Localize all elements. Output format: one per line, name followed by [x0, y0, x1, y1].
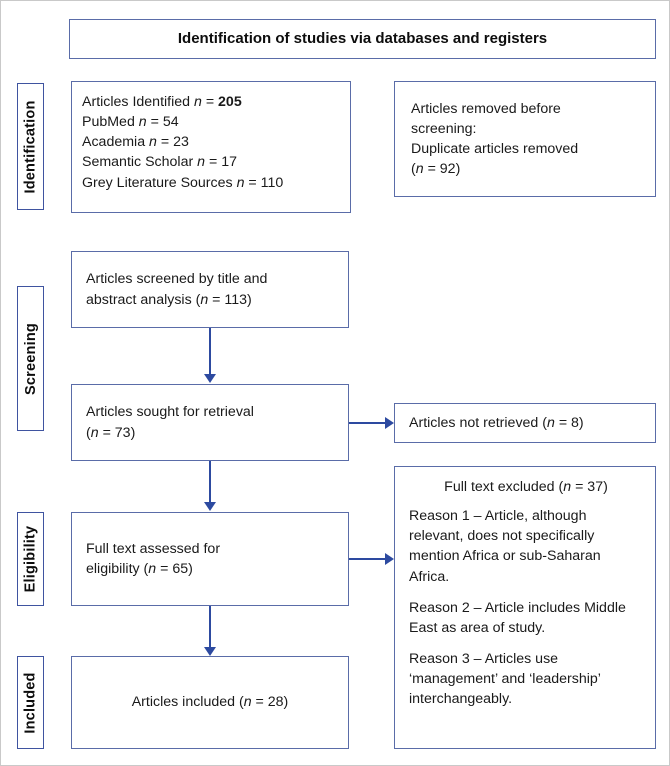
records-line: Articles Identified n = 205 — [82, 92, 340, 112]
page-title: Identification of studies via databases … — [177, 30, 548, 48]
arrowhead-screened-to-sought — [204, 374, 216, 383]
screening-sought-box: Articles sought for retrieval (n = 73) — [71, 384, 349, 461]
stage-label-included: Included — [17, 656, 44, 749]
connector-sought-to-not-retrieved — [349, 422, 386, 424]
screened-line-2: abstract analysis (n = 113) — [86, 290, 338, 310]
records-line-value: 54 — [162, 114, 179, 131]
assessed-line-1: Full text assessed for — [86, 540, 221, 557]
records-line-label: Semantic Scholar — [82, 154, 198, 171]
screening-screened-box: Articles screened by title and abstract … — [71, 251, 349, 328]
identification-removed-box: Articles removed before screening: Dupli… — [394, 81, 656, 197]
arrowhead-assessed-to-excluded — [385, 553, 394, 565]
screened-line-1: Articles screened by title and — [86, 271, 268, 288]
n-symbol: n — [138, 114, 147, 131]
included-line: Articles included (n = 28) — [82, 692, 338, 712]
records-line: PubMed n = 54 — [82, 112, 340, 132]
equals: = — [201, 94, 219, 110]
n-symbol: n — [415, 161, 424, 178]
records-line: Academia n = 23 — [82, 132, 340, 152]
n-symbol: n — [149, 134, 157, 151]
exclusion-reason-1: Reason 1 – Article, although relevant, d… — [409, 508, 601, 585]
screened-prefix: abstract analysis ( — [86, 291, 201, 308]
equals: = — [156, 134, 174, 151]
records-line-value: 17 — [221, 154, 237, 171]
n-symbol: n — [148, 561, 157, 577]
sought-line-1: Articles sought for retrieval — [86, 404, 254, 421]
screened-count: = 113) — [208, 291, 252, 308]
stage-label-identification-text: Identification — [22, 99, 39, 194]
connector-assessed-to-included — [209, 606, 211, 648]
assessed-prefix: eligibility ( — [86, 561, 149, 577]
n-symbol: n — [243, 694, 252, 711]
paren-open: ( — [411, 161, 416, 178]
n-symbol: n — [546, 414, 555, 431]
diagram-title-box: Identification of studies via databases … — [69, 19, 656, 59]
connector-screened-to-sought — [209, 328, 211, 375]
records-line-label: Grey Literature Sources — [82, 174, 237, 191]
equals: = — [205, 154, 222, 171]
assessed-count: = 65) — [156, 561, 193, 577]
included-count: = 28) — [251, 694, 289, 711]
not-retrieved-prefix: Articles not retrieved ( — [409, 414, 547, 431]
removed-line-3: Duplicate articles removed — [411, 141, 579, 157]
removed-line-1: Articles removed before — [411, 100, 561, 117]
not-retrieved-line: Articles not retrieved (n = 8) — [409, 413, 645, 433]
screening-not-retrieved-box: Articles not retrieved (n = 8) — [394, 403, 656, 443]
n-symbol: n — [193, 94, 202, 110]
removed-count: = 92) — [423, 161, 461, 178]
excluded-count: = 37) — [571, 479, 608, 495]
stage-label-eligibility-text: Eligibility — [22, 525, 39, 593]
eligibility-excluded-box: Full text excluded (n = 37) Reason 1 – A… — [394, 466, 656, 749]
stage-label-included-text: Included — [22, 671, 39, 734]
n-symbol: n — [236, 174, 245, 191]
arrowhead-sought-to-assessed — [204, 502, 216, 511]
exclusion-reason-3: Reason 3 – Articles use ‘management’ and… — [409, 651, 601, 708]
included-articles-box: Articles included (n = 28) — [71, 656, 349, 749]
records-line: Grey Literature Sources n = 110 — [82, 173, 340, 193]
removed-line-4: (n = 92) — [411, 159, 645, 179]
records-line-value: 110 — [260, 174, 284, 191]
assessed-line-2: eligibility (n = 65) — [86, 559, 338, 579]
records-line-label: Articles Identified — [82, 94, 194, 110]
n-symbol: n — [90, 424, 99, 441]
stage-label-screening: Screening — [17, 286, 44, 431]
excluded-prefix: Full text excluded ( — [444, 479, 564, 495]
connector-assessed-to-excluded — [349, 558, 386, 560]
included-prefix: Articles included ( — [131, 694, 244, 711]
n-symbol: n — [200, 291, 209, 308]
equals: = — [244, 174, 261, 191]
identification-records-box: Articles Identified n = 205 PubMed n = 5… — [71, 81, 351, 213]
stage-label-eligibility: Eligibility — [17, 512, 44, 606]
not-retrieved-count: = 8) — [554, 414, 584, 431]
connector-sought-to-assessed — [209, 461, 211, 503]
exclusion-reason-2: Reason 2 – Article includes Middle East … — [409, 599, 626, 636]
n-symbol: n — [197, 154, 206, 171]
removed-line-2: screening: — [411, 120, 477, 137]
stage-label-screening-text: Screening — [22, 322, 39, 395]
records-line: Semantic Scholar n = 17 — [82, 152, 340, 172]
n-symbol: n — [563, 479, 572, 495]
sought-count: = 73) — [98, 424, 136, 441]
paren-open: ( — [86, 424, 91, 441]
arrowhead-assessed-to-included — [204, 647, 216, 656]
equals: = — [146, 114, 163, 131]
records-line-label: Academia — [82, 134, 150, 151]
records-line-value: 205 — [218, 94, 242, 110]
records-line-value: 23 — [173, 134, 189, 151]
excluded-heading: Full text excluded (n = 37) — [409, 477, 643, 497]
stage-label-identification: Identification — [17, 83, 44, 210]
records-line-label: PubMed — [82, 114, 139, 131]
eligibility-assessed-box: Full text assessed for eligibility (n = … — [71, 512, 349, 606]
sought-line-2: (n = 73) — [86, 423, 338, 443]
arrowhead-sought-to-not-retrieved — [385, 417, 394, 429]
